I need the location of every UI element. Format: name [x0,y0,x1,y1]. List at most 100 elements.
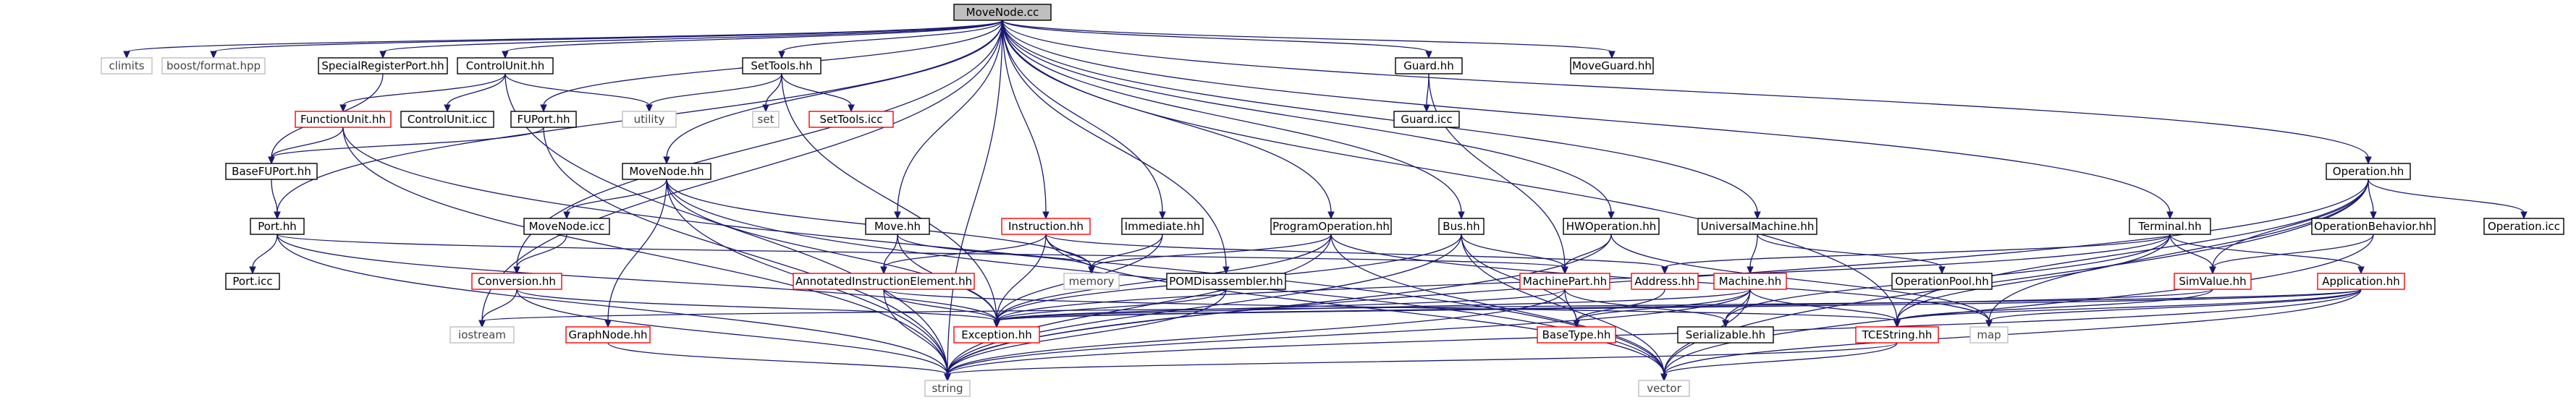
edge-root-to-UniversalMachine [1002,20,1761,220]
node-POMDisassembler[interactable]: POMDisassembler.hh [1166,273,1286,290]
node-Exception[interactable]: Exception.hh [953,326,1040,344]
edge-Instruction-to-Address [1045,234,1668,275]
node-OperationBehavior[interactable]: OperationBehavior.hh [2311,218,2436,235]
node-MoveGuard[interactable]: MoveGuard.hh [1570,57,1654,74]
node-Operation[interactable]: Operation.hh [2326,163,2411,180]
node-AnnotatedInstructionElement[interactable]: AnnotatedInstructionElement.hh [793,273,975,290]
node-SetToolsicc[interactable]: SetTools.icc [808,111,894,128]
node-label: OperationBehavior.hh [2314,220,2433,233]
node-root[interactable]: MoveNode.cc [953,4,1052,21]
node-TCEString[interactable]: TCEString.hh [1855,326,1939,344]
edge-root-to-Instruction [1002,20,1050,220]
node-Conversion[interactable]: Conversion.hh [471,273,562,290]
edge-Operation-to-Operationicc [2368,179,2528,220]
node-Guard[interactable]: Guard.hh [1395,57,1463,74]
node-MoveNodehh[interactable]: MoveNode.hh [622,163,711,180]
edge-root-to-MoveGuard [1002,20,1616,59]
edge-MoveNodeicc-to-Conversion [513,234,567,275]
edge-Terminal-to-Address [1661,234,2171,275]
node-Operationicc[interactable]: Operation.icc [2483,218,2564,235]
edge-root-to-MoveNodehh [663,20,1003,165]
edge-root-to-ControlUnithh [502,20,1003,59]
node-label: climits [109,59,144,72]
node-Immediate[interactable]: Immediate.hh [1121,218,1204,235]
node-label: vector [1647,382,1681,395]
node-Porticc[interactable]: Port.icc [225,273,280,290]
node-label: GraphNode.hh [569,328,648,341]
node-label: Port.icc [232,275,272,288]
node-FUPort[interactable]: FUPort.hh [510,111,577,128]
edge-FUPort-to-BaseFUPort [268,127,544,165]
edge-Application-to-Exception [993,289,2362,328]
node-UniversalMachine[interactable]: UniversalMachine.hh [1697,218,1817,235]
node-Address[interactable]: Address.hh [1631,273,1699,290]
node-ControlUniticc[interactable]: ControlUnit.icc [400,111,494,128]
node-memory: memory [1063,273,1120,290]
edge-Guard-to-MachinePart [1428,73,1568,275]
edge-Bus-to-MachinePart [1461,234,1568,275]
node-MachinePart[interactable]: MachinePart.hh [1519,273,1610,290]
node-Port[interactable]: Port.hh [250,218,305,235]
node-Application[interactable]: Application.hh [2317,273,2405,290]
node-label: Guard.icc [1401,113,1452,126]
node-label: SimValue.hh [2179,275,2246,288]
node-label: Bus.hh [1443,220,1479,233]
edge-GraphNode-to-string [607,342,951,382]
node-label: Instruction.hh [1008,220,1084,233]
node-BaseFUPort[interactable]: BaseFUPort.hh [225,163,318,180]
edge-root-to-ProgramOperation [1002,20,1335,220]
node-Machine[interactable]: Machine.hh [1713,273,1787,290]
node-label: MoveNode.icc [529,220,605,233]
node-BaseType[interactable]: BaseType.hh [1537,326,1616,344]
node-Terminal[interactable]: Terminal.hh [2129,218,2211,235]
node-label: MoveGuard.hh [1572,59,1652,72]
node-label: Machine.hh [1719,275,1782,288]
edge-Conversion-to-Exception [516,289,1000,328]
node-label: ProgramOperation.hh [1272,220,1390,233]
node-label: FUPort.hh [517,113,570,126]
edge-AnnotatedInstructionElement-to-Exception [883,289,1000,328]
node-map: map [1969,326,2009,344]
node-Serializable[interactable]: Serializable.hh [1677,326,1774,344]
edge-root-to-string [944,20,1003,382]
node-set: set [752,111,780,128]
node-ControlUnithh[interactable]: ControlUnit.hh [457,57,554,74]
node-label: AnnotatedInstructionElement.hh [795,275,972,288]
node-Bus[interactable]: Bus.hh [1438,218,1485,235]
node-label: string [932,382,963,395]
edge-UniversalMachine-to-OperationPool [1757,234,1946,275]
node-HWOperation[interactable]: HWOperation.hh [1563,218,1660,235]
node-FunctionUnit[interactable]: FunctionUnit.hh [295,111,392,128]
node-label: Terminal.hh [2137,220,2201,233]
edge-MoveNodehh-to-MoveNodeicc [563,179,667,220]
node-GraphNode[interactable]: GraphNode.hh [565,326,651,344]
node-label: ControlUnit.icc [407,113,487,126]
node-label: Move.hh [874,220,921,233]
node-label: MachinePart.hh [1523,275,1607,288]
node-label: Immediate.hh [1125,220,1201,233]
node-label: Address.hh [1634,275,1695,288]
edge-FunctionUnit-to-BaseFUPort [268,127,344,165]
node-Instruction[interactable]: Instruction.hh [1001,218,1091,235]
edge-TCEString-to-vector [1660,342,1898,382]
edge-Operation-to-OperationBehavior [2368,179,2377,220]
node-MoveNodeicc[interactable]: MoveNode.icc [523,218,610,235]
edge-Instruction-to-AnnotatedInstructionElement [880,234,1047,275]
node-Move[interactable]: Move.hh [865,218,930,235]
node-OperationPool[interactable]: OperationPool.hh [1891,273,1993,290]
node-Guardicc[interactable]: Guard.icc [1393,111,1460,128]
node-SetTools[interactable]: SetTools.hh [742,57,822,74]
edge-Operation-to-map [1985,179,2369,328]
edge-SetTools-to-set [762,73,782,113]
edge-Terminal-to-Application [2169,234,2365,275]
node-label: Conversion.hh [478,275,556,288]
node-label: FunctionUnit.hh [300,113,386,126]
node-label: MoveNode.cc [966,6,1039,19]
node-label: utility [634,113,665,126]
node-SimValue[interactable]: SimValue.hh [2174,273,2252,290]
edge-ControlUnithh-to-ControlUniticc [444,73,506,113]
node-label: Application.hh [2322,275,2400,288]
node-SpecialRegisterPort[interactable]: SpecialRegisterPort.hh [318,57,448,74]
node-ProgramOperation[interactable]: ProgramOperation.hh [1270,218,1392,235]
